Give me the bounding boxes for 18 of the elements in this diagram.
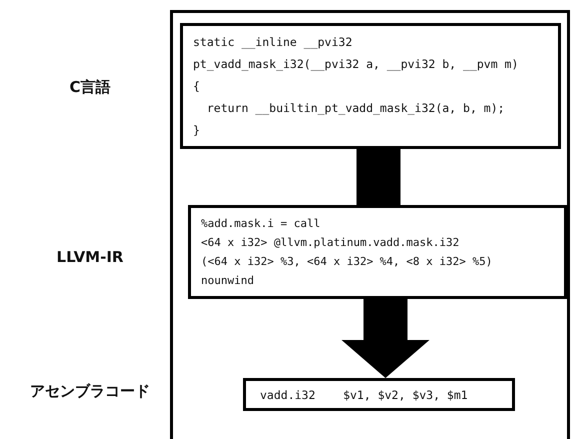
row-label: アセンブラコード [29,382,151,401]
code-line: } [193,122,201,139]
code-line: (<64 x i32> %3, <64 x i32> %4, <8 x i32> %5) [201,254,494,270]
code-line: static __inline __pvi32 [193,34,354,51]
code-line: nounwind [201,273,255,289]
row-label: C言語 [68,78,112,97]
stage-panel [170,10,570,439]
flow-arrow [342,299,430,378]
code-line: { [193,78,201,95]
code-line: return __builtin_pt_vadd_mask_i32(a, b, m); [206,100,506,117]
row-label: LLVM-IR [56,248,124,266]
code-box [243,378,515,411]
code-line: %add.mask.i = call [201,216,322,232]
code-box [188,205,567,299]
code-line: vadd.i32 $v1, $v2, $v3, $m1 [260,386,469,404]
code-line: pt_vadd_mask_i32(__pvi32 a, __pvi32 b, __pvm m) [193,56,520,73]
code-line: <64 x i32> @llvm.platinum.vadd.mask.i32 [201,235,460,251]
code-box [180,23,561,149]
